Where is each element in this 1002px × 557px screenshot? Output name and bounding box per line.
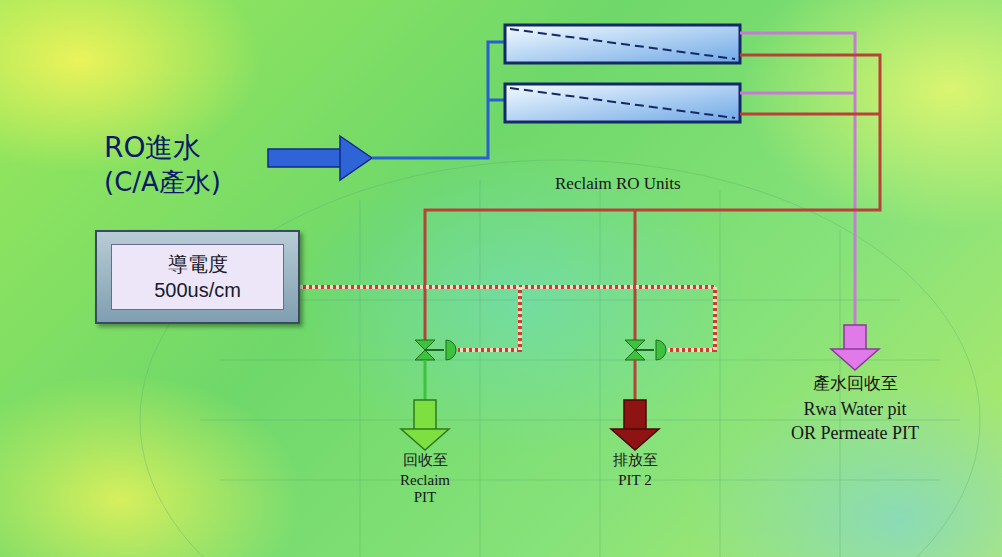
outlet-label: 排放至 xyxy=(613,452,658,469)
inlet-label: RO進水 xyxy=(104,132,202,164)
permeate-arrow xyxy=(831,325,879,370)
reclaim-pipe xyxy=(424,360,427,402)
reclaim-arrow xyxy=(401,400,449,450)
sensor-value: 500us/cm xyxy=(124,277,271,303)
permeate-pipe xyxy=(740,33,855,325)
signal-line xyxy=(300,287,715,350)
outlet-label: Reclaim PIT xyxy=(394,472,456,507)
sensor-box: 導電度500us/cm xyxy=(95,230,300,324)
ro-unit xyxy=(505,84,740,122)
outlet-label: 回收至 xyxy=(403,452,448,469)
sensor-title: 導電度 xyxy=(124,251,271,277)
ro-unit xyxy=(505,25,740,63)
control-valve xyxy=(415,340,456,360)
concentrate-pipe xyxy=(425,55,880,340)
control-valve xyxy=(625,340,666,360)
outlet-label: 產水回收至 xyxy=(813,374,898,394)
drain-arrow xyxy=(611,400,659,450)
inlet-label: (C/A產水) xyxy=(104,168,221,198)
drain-pipe xyxy=(634,360,637,402)
outlet-label: OR Permeate PIT xyxy=(791,423,919,444)
outlet-label: Rwa Water pit xyxy=(803,399,906,420)
unit-label: Reclaim RO Units xyxy=(555,174,681,194)
feed-pipe xyxy=(372,42,505,158)
outlet-label: PIT 2 xyxy=(618,472,651,489)
sensor-panel: 導電度500us/cm xyxy=(111,244,284,310)
feed-arrow xyxy=(268,136,372,180)
